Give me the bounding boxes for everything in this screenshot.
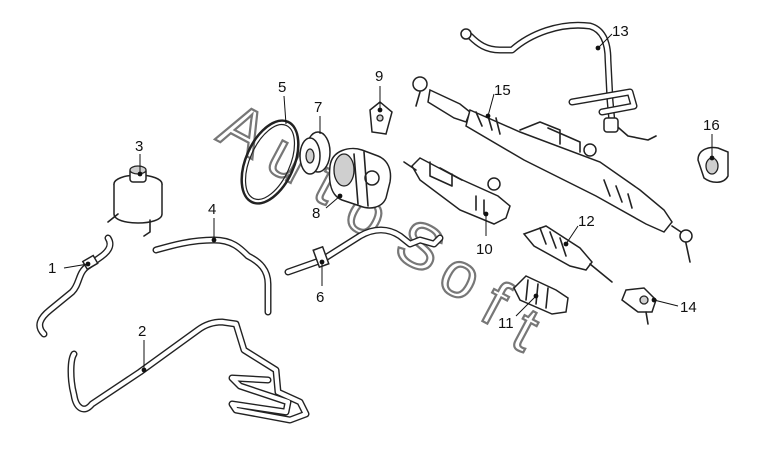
callout-3: 3 <box>135 138 143 155</box>
callout-11: 11 <box>498 315 514 332</box>
part-1-hose <box>36 234 114 338</box>
part-14-tie-rod-end <box>621 287 657 325</box>
part-7-pulley <box>299 131 331 175</box>
part-15-rack <box>412 76 693 263</box>
callout-4: 4 <box>208 201 216 218</box>
callout-9: 9 <box>375 68 383 85</box>
callout-8: 8 <box>312 205 320 222</box>
callout-15: 15 <box>494 82 511 99</box>
callout-16: 16 <box>703 117 720 134</box>
part-10-rack <box>403 157 511 225</box>
callout-5: 5 <box>278 79 286 96</box>
callout-13: 13 <box>612 23 629 40</box>
part-11-boot <box>513 275 569 315</box>
part-2-pipe <box>67 318 310 424</box>
callout-12: 12 <box>578 213 595 230</box>
callouts: 1 2 3 4 5 6 7 8 9 10 <box>48 23 720 373</box>
part-8-pump <box>328 147 392 209</box>
part-5-belt <box>240 119 300 205</box>
part-16-clamp <box>697 146 729 183</box>
part-4-hose <box>152 236 272 316</box>
part-3-reservoir <box>107 165 163 237</box>
part-9-bracket <box>369 101 393 135</box>
callout-10: 10 <box>476 241 493 258</box>
callout-2: 2 <box>138 323 146 340</box>
part-12-tie-rod <box>522 225 613 283</box>
callout-7: 7 <box>314 99 322 116</box>
part-13-pipe <box>460 21 657 141</box>
callout-1: 1 <box>48 260 56 277</box>
callout-14: 14 <box>680 299 697 316</box>
callout-6: 6 <box>316 289 324 306</box>
part-6-pipe <box>284 226 444 276</box>
